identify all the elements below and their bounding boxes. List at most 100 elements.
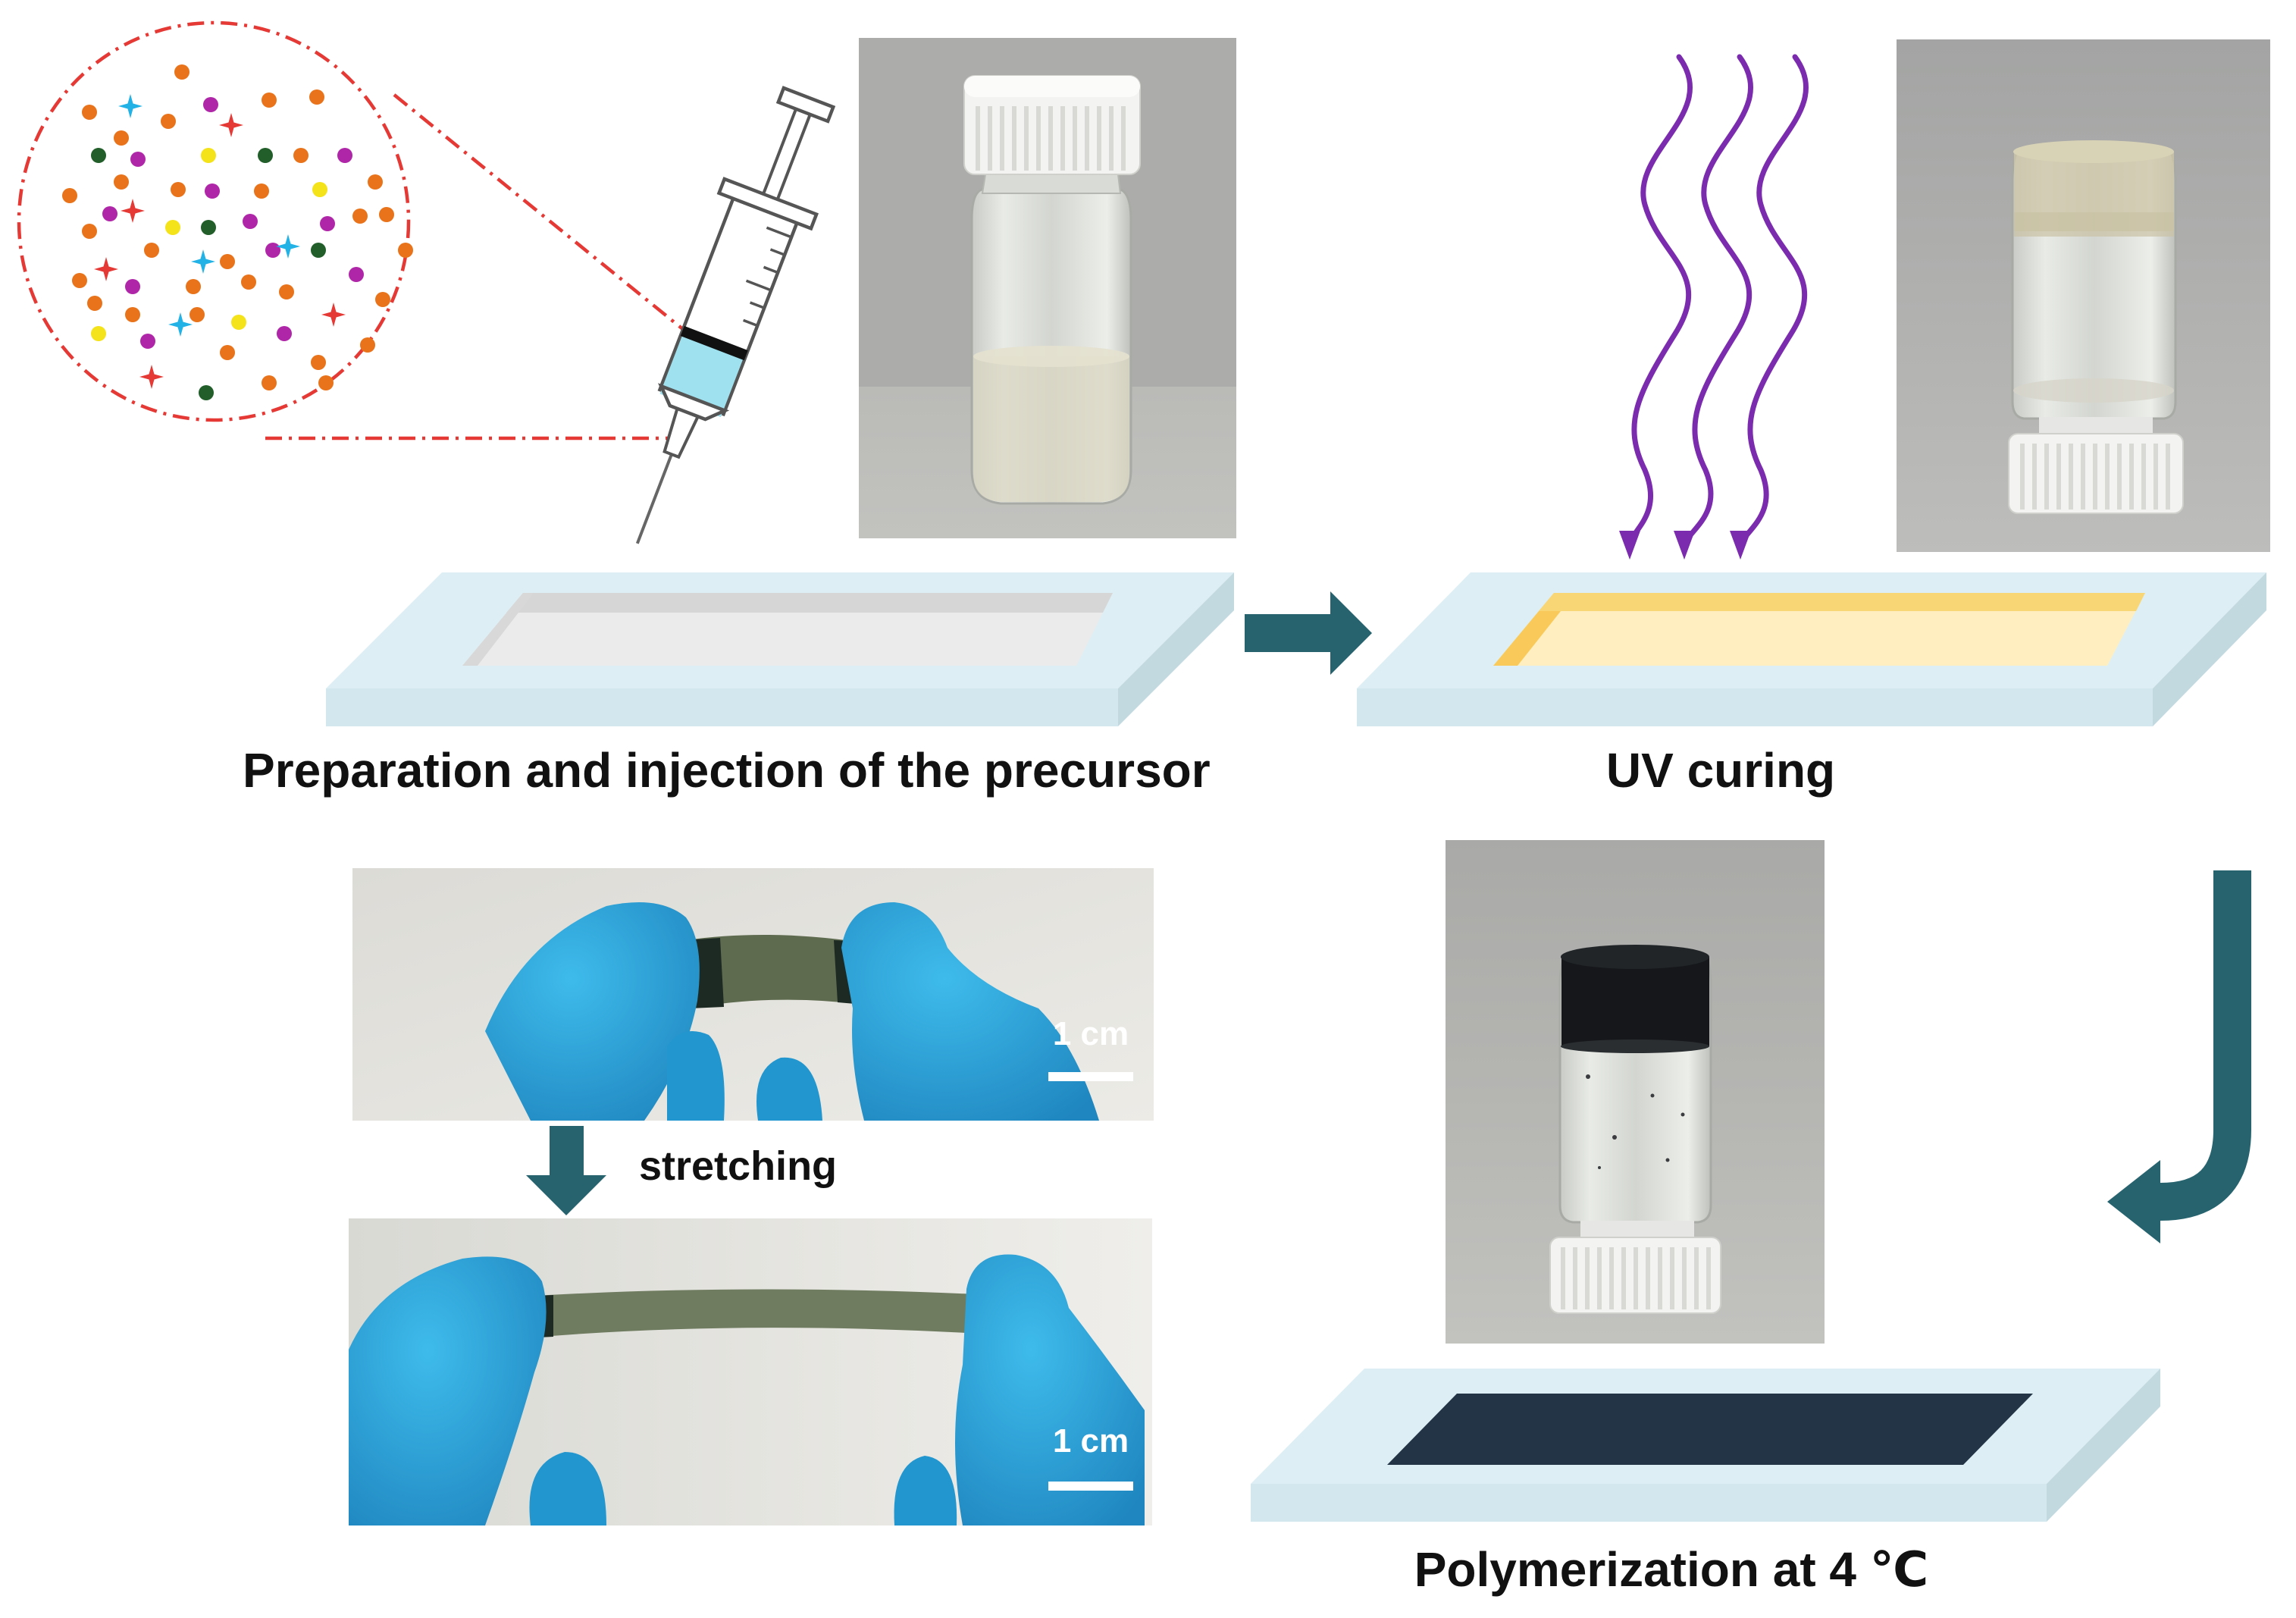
molecule-dot — [201, 148, 216, 163]
caption-step-3: Polymerization at 4 ℃ — [1414, 1542, 1929, 1597]
ion-star — [139, 365, 164, 389]
molecule-dot — [279, 284, 294, 299]
molecule-dot — [262, 375, 277, 390]
molecule-dot — [125, 279, 140, 294]
molecule-dot — [231, 315, 246, 330]
molecule-dot — [349, 267, 364, 282]
hydrogel-strip-relaxed — [686, 934, 864, 1008]
ion-star — [118, 94, 143, 118]
ion-star — [121, 199, 145, 223]
molecule-dot — [82, 224, 97, 239]
molecule-dot — [337, 148, 352, 163]
molecule-dot — [309, 89, 324, 105]
vial-2 — [2011, 140, 2177, 420]
molecule-dot — [161, 114, 176, 129]
molecule-dot — [360, 337, 375, 353]
molecule-dot — [220, 254, 235, 269]
molecule-dot — [320, 216, 335, 231]
uv-light-icon — [1619, 54, 1809, 560]
uv-wave-1 — [1627, 54, 1693, 549]
ion-star — [191, 249, 215, 274]
molecule-dot — [352, 209, 368, 224]
vial-cap-1 — [963, 75, 1141, 175]
molecule-dot — [368, 174, 383, 190]
scale-label-top: 1 cm — [1053, 1015, 1129, 1052]
molecule-dot — [62, 188, 77, 203]
slide-front-edge — [1357, 688, 2153, 726]
vial-1 — [970, 174, 1132, 505]
molecule-dot — [375, 292, 390, 307]
vial-3 — [1558, 945, 1712, 1224]
scale-label-bottom: 1 cm — [1053, 1422, 1129, 1460]
ion-star — [321, 303, 346, 327]
molecule-dot — [311, 355, 326, 370]
molecule-dot — [311, 243, 326, 258]
right-arrow-icon — [1245, 591, 1372, 675]
molecule-dot — [72, 273, 87, 288]
molecule-dot — [241, 274, 256, 290]
molecule-dot — [130, 152, 146, 167]
molecule-dot — [203, 97, 218, 112]
caption-step-2: UV curing — [1606, 743, 1835, 798]
molecule-dot — [220, 345, 235, 360]
molecule-dot — [144, 243, 159, 258]
glove-left — [485, 902, 725, 1121]
ion-star — [94, 257, 118, 281]
slide-side-edge — [2047, 1369, 2160, 1522]
precursor-molecules — [62, 64, 413, 400]
molecule-dot — [82, 105, 97, 120]
slide-front-edge — [326, 688, 1118, 726]
molecule-dot — [91, 148, 106, 163]
stretching-label: stretching — [639, 1143, 837, 1189]
molecule-dot — [114, 174, 129, 190]
molecule-dot — [174, 64, 190, 80]
uv-wave-2 — [1681, 54, 1753, 549]
molecule-dot — [205, 183, 220, 199]
molecule-dot — [277, 326, 292, 341]
photo-polymerized-vial — [1446, 840, 1825, 1344]
zoom-circle — [17, 20, 411, 422]
molecule-dot — [262, 93, 277, 108]
molecule-dot — [91, 326, 106, 341]
slide-side-edge — [2153, 572, 2266, 726]
slide-front-edge — [1251, 1484, 2047, 1522]
vial-cap-2 — [2008, 417, 2184, 514]
molecule-dot — [87, 296, 102, 311]
curved-return-arrow-icon — [2107, 870, 2251, 1243]
cavity-inner-wall — [506, 593, 1113, 613]
slide-side-edge — [1118, 572, 1234, 726]
slide-cavity-polymer — [1387, 1394, 2033, 1465]
molecule-dot — [258, 148, 273, 163]
uv-arrowhead-1 — [1619, 531, 1640, 560]
molecule-dot — [140, 334, 155, 349]
down-arrow-icon — [526, 1126, 606, 1215]
cavity-uv-back-edge — [1539, 593, 2145, 611]
molecule-dot — [312, 182, 327, 197]
syringe-icon — [635, 86, 836, 544]
mold-slide-uv — [1357, 572, 2266, 726]
ion-star — [168, 312, 193, 337]
molecule-dot — [190, 307, 205, 322]
uv-arrowhead-2 — [1674, 531, 1695, 560]
ion-star — [219, 113, 243, 137]
mold-slide-empty — [326, 572, 1234, 726]
molecule-dot — [199, 385, 214, 400]
molecule-dot — [243, 214, 258, 229]
molecule-dot — [318, 375, 334, 390]
molecule-dot — [102, 206, 117, 221]
molecule-dot — [254, 183, 269, 199]
hydrogel-strip-stretched — [523, 1289, 993, 1338]
photo-hydrogel-stretched: 1 cm — [349, 1218, 1152, 1525]
molecule-dot — [186, 279, 201, 294]
uv-arrowhead-3 — [1730, 531, 1751, 560]
molecule-dot — [201, 220, 216, 235]
glove-right — [894, 1254, 1145, 1525]
molecule-dot — [114, 130, 129, 146]
glove-left — [349, 1256, 606, 1525]
molecule-dot — [125, 307, 140, 322]
ion-star — [276, 234, 300, 259]
caption-step-1: Preparation and injection of the precurs… — [243, 743, 1211, 798]
photo-hydrogel-relaxed: 1 cm — [352, 868, 1154, 1121]
glove-right — [756, 902, 1099, 1121]
